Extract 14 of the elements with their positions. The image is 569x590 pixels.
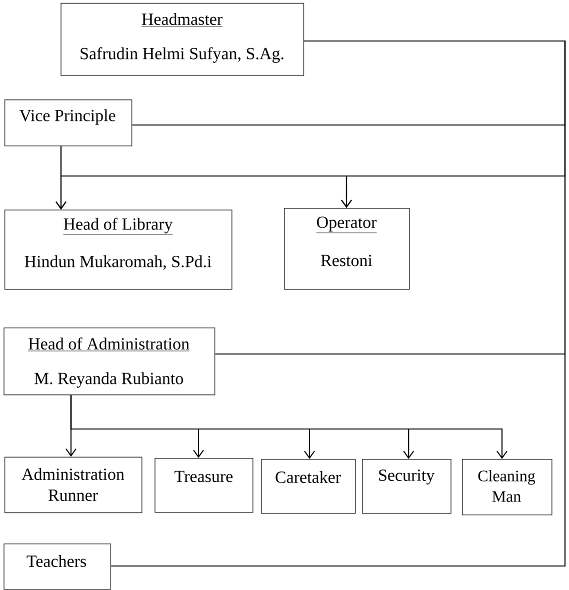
position-box: Security xyxy=(362,459,452,514)
arrow xyxy=(60,146,352,208)
arrow xyxy=(70,395,508,459)
position-box: Vice Principle xyxy=(4,99,132,146)
position-box: Treasure xyxy=(154,458,254,513)
position-box: Headmaster Safrudin Helmi Sufyan, S.Ag. xyxy=(60,2,304,76)
position-box: Administration Runner xyxy=(4,456,142,514)
position-box: Caretaker xyxy=(261,459,356,514)
position-box: Cleaning Man xyxy=(462,459,552,516)
position-box: Operator Restoni xyxy=(284,208,410,290)
position-box: Teachers xyxy=(4,544,112,590)
position-box: Head of Administration M. Reyanda Rubianto xyxy=(4,328,216,396)
connector-line xyxy=(111,40,566,567)
position-box: Head of Library Hindun Mukaromah, S.Pd.i xyxy=(4,210,232,290)
